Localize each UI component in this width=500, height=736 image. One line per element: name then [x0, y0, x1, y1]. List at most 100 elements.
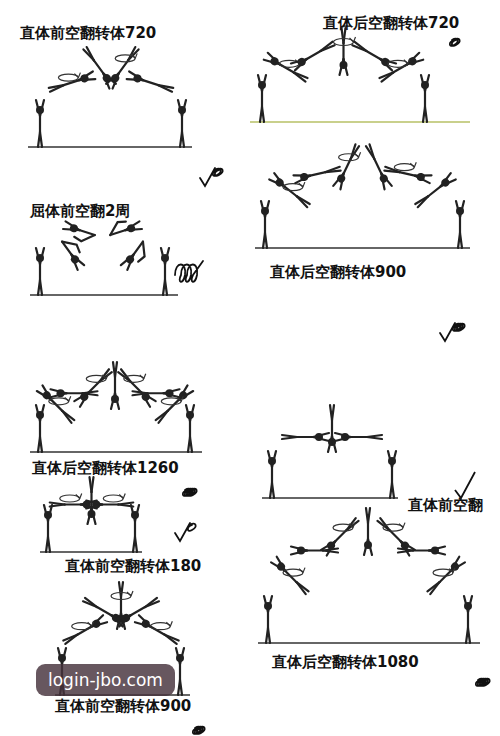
gymnast-leg [50, 505, 65, 507]
notation-symbol [200, 168, 223, 186]
gymnast-arm [180, 648, 184, 664]
gymnast-arm [321, 539, 335, 553]
gymnast-leg [429, 582, 441, 594]
gymnast-arm [294, 176, 310, 183]
gymnast-arm [111, 393, 115, 409]
ground-line [262, 497, 398, 498]
gymnast-leg [325, 167, 340, 172]
gymnast-leg [265, 233, 267, 248]
gymnast-arm [165, 248, 169, 264]
ground-line [28, 146, 192, 147]
skill-name: 直体前空翻转体900 [55, 697, 191, 715]
standing-gymnast [131, 505, 139, 552]
gymnast-leg [268, 628, 270, 643]
flipping-gymnast [294, 165, 342, 183]
gymnast-arm [36, 100, 40, 116]
gymnast-arm [313, 433, 329, 437]
flipping-gymnast [82, 46, 116, 89]
standing-gymnast [176, 648, 184, 695]
skill-name: 屈体前空翻2周 [30, 202, 130, 220]
gymnast-arm [398, 541, 412, 555]
gymnast-arm [274, 557, 288, 571]
gymnast-arm [92, 508, 96, 524]
gymnast-arm [51, 389, 67, 393]
twist-arrowhead [140, 374, 146, 379]
flipping-gymnast [37, 385, 76, 424]
flipping-gymnast [127, 71, 174, 93]
ground-line [30, 451, 202, 452]
gymnast-arm [268, 451, 272, 467]
standing-gymnast [268, 451, 276, 498]
gymnast-leg [157, 411, 169, 423]
gymnast-leg [349, 144, 357, 158]
gymnast-leg [64, 635, 78, 644]
standing-gymnast [36, 405, 44, 452]
gymnast-leg [49, 85, 64, 92]
notation-symbol [183, 489, 197, 496]
flipping-gymnast [111, 362, 119, 409]
gymnast-arm [121, 252, 134, 267]
watermark: login-jbo.com [36, 664, 175, 696]
gymnast-leg [330, 405, 332, 420]
gymnast-arm [135, 505, 139, 521]
gymnast-leg [398, 551, 413, 553]
gymnast-arm [40, 248, 44, 264]
gymnast-arm [258, 75, 262, 91]
gymnast-arm [407, 56, 423, 67]
gymnast-leg [282, 437, 297, 439]
gymnast-arm [378, 173, 389, 189]
flipping-gymnast [133, 389, 180, 397]
gymnast-arm [115, 612, 131, 623]
gymnast-arm [340, 59, 344, 75]
flipping-gymnast [398, 547, 445, 555]
gymnast-leg [83, 48, 93, 61]
gymnast-arm [421, 75, 425, 91]
gymnast-leg [135, 537, 137, 552]
gymnast-arm [414, 176, 430, 183]
notation-symbol [175, 261, 203, 282]
skill-name: 直体后空翻转体1080 [272, 653, 419, 671]
twist-arrowhead [399, 523, 405, 528]
flipping-gymnast [154, 385, 193, 424]
ground-line [250, 121, 470, 123]
gymnast-arm [128, 71, 144, 80]
flipping-gymnast [271, 557, 310, 596]
gymnast-leg [133, 393, 148, 395]
gymnast-arm [294, 172, 310, 179]
gymnast-arm [272, 173, 287, 186]
gymnast-leg [367, 435, 382, 437]
flipping-gymnast [321, 517, 360, 556]
gymnast-arm [125, 225, 141, 234]
gymnast-arm [40, 405, 44, 421]
ground-line [258, 642, 480, 643]
gymnast-arm [464, 596, 468, 612]
gymnast-leg [468, 628, 470, 643]
flipping-gymnast [82, 596, 127, 626]
twist-arrowhead [166, 621, 172, 626]
standing-gymnast [36, 100, 44, 147]
flipping-gymnast [117, 368, 156, 407]
gymnast-arm [262, 75, 266, 91]
standing-gymnast [456, 201, 464, 248]
gymnast-leg [113, 362, 115, 377]
gymnast-leg [293, 71, 307, 80]
twist-arrowhead [131, 53, 137, 58]
twist-arrowhead [88, 621, 94, 626]
twist-arrowhead [119, 494, 125, 499]
twist-arrowhead [299, 568, 305, 573]
gymnast-legs [132, 242, 151, 263]
gymnast-leg [262, 107, 264, 122]
gymnast-leg [297, 581, 309, 593]
twist-arrowhead [349, 523, 355, 528]
gymnast-leg [62, 409, 74, 421]
gymnast-leg [425, 107, 427, 122]
gymnast-arm [364, 539, 368, 555]
skill-name: 直体前空翻转体720 [20, 24, 156, 42]
gymnast-leg [272, 483, 274, 498]
gymnast-leg [40, 280, 42, 295]
skill-name: 直体前空翻 [408, 496, 483, 514]
gymnast-leg [366, 508, 368, 523]
flipping-gymnast [61, 221, 96, 244]
gymnast-leg [165, 633, 179, 642]
gymnast-arm [333, 171, 344, 187]
